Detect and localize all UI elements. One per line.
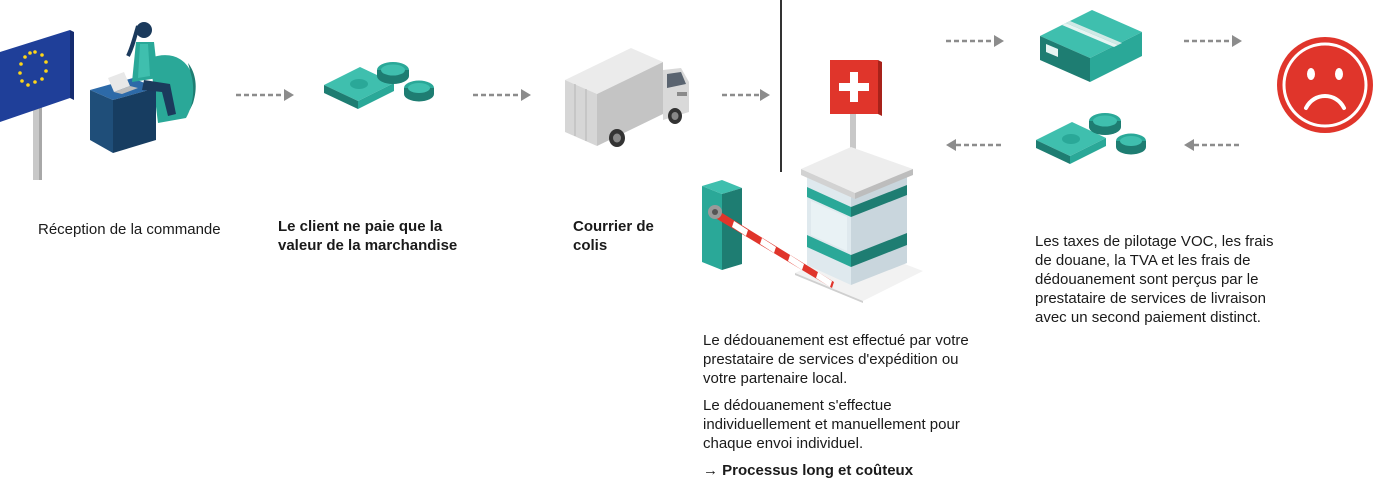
order-step-label: Réception de la commande [38, 221, 221, 238]
flow-arrow-right [946, 35, 1004, 47]
customs-description: Le dédouanement est effectué par votre p… [703, 331, 969, 480]
money-icon [324, 62, 434, 109]
flow-arrow-right [236, 89, 294, 101]
flow-arrow-left [1184, 139, 1242, 151]
eu-flag-icon [0, 30, 74, 180]
customs-para1-line: Le dédouanement est effectué par votre [703, 332, 969, 349]
customs-conclusion: → Processus long et coûteux [703, 462, 914, 479]
fees-line: de douane, la TVA et les frais de [1035, 252, 1251, 269]
delivery-truck-icon [565, 48, 689, 147]
border-divider-line [780, 0, 782, 172]
payment-step-line: Le client ne paie que la [278, 218, 443, 235]
customs-para1-line: prestataire de services d'expédition ou [703, 351, 959, 368]
courier-step-label: Courrier de colis [573, 217, 654, 255]
customs-booth-icon [795, 147, 923, 303]
parcel-box-icon [1040, 10, 1142, 82]
flow-arrow-right [473, 89, 531, 101]
courier-step-line: Courrier de [573, 218, 654, 235]
customs-para2-line: Le dédouanement s'effectue [703, 397, 892, 414]
fees-line: Les taxes de pilotage VOC, les frais [1035, 233, 1274, 250]
person-at-desk-icon [90, 22, 196, 153]
customs-para2-line: chaque envoi individuel. [703, 435, 864, 452]
money-icon [1036, 113, 1146, 164]
customs-para2-line: individuellement et manuellement pour [703, 416, 960, 433]
payment-step-label: Le client ne paie que la valeur de la ma… [278, 217, 457, 255]
flow-arrow-right [722, 89, 770, 101]
customs-barrier-icon [702, 180, 834, 288]
fees-line: dédouanement sont perçus par le [1035, 271, 1259, 288]
fees-line: avec un second paiement distinct. [1035, 309, 1261, 326]
flow-arrow-right [1184, 35, 1242, 47]
flow-arrow-left [946, 139, 1004, 151]
fees-line: prestataire de services de livraison [1035, 290, 1266, 307]
payment-step-line: valeur de la marchandise [278, 237, 458, 254]
fees-description: Les taxes de pilotage VOC, les frais de … [1035, 232, 1273, 327]
customs-para1-line: votre partenaire local. [703, 370, 848, 387]
sad-face-icon [1277, 37, 1373, 133]
courier-step-line: colis [573, 237, 608, 254]
swiss-flag-icon [830, 60, 882, 150]
